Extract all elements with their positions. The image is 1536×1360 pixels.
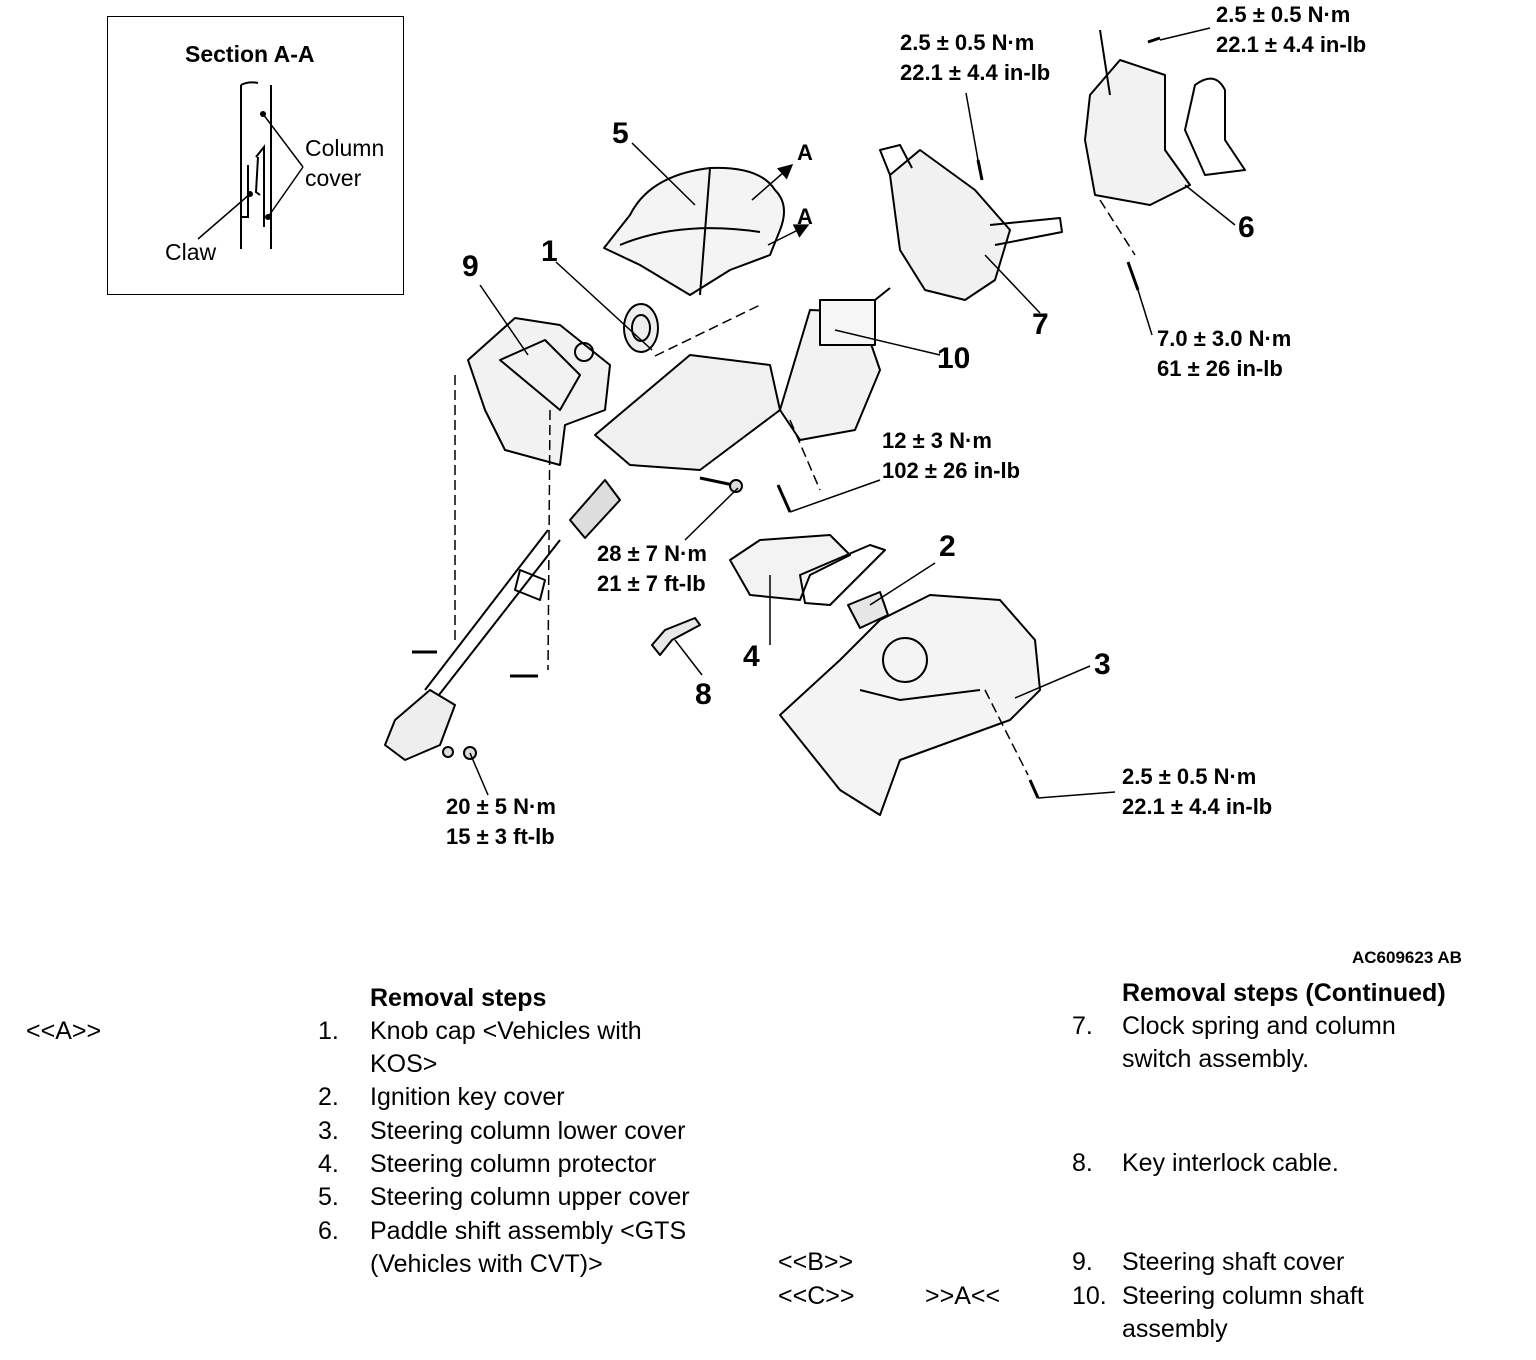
callout-1: 1 [541,235,558,268]
step-4-num: 4. [318,1150,339,1178]
section-aa-inset: Section A-A Column cover Claw [107,16,404,295]
figure-id: AC609623 AB [1352,948,1462,967]
step-3-text: Steering column lower cover [370,1117,686,1145]
ref-b: <<B>> [778,1248,854,1276]
column-cover-label-2: cover [305,165,362,191]
callout-7: 7 [1032,308,1049,341]
key-interlock-cable-part [651,617,701,656]
intermediate-shaft-part [569,479,621,539]
section-title: Section A-A [185,41,315,67]
step-4-text: Steering column protector [370,1150,657,1178]
step-8-num: 8. [1072,1149,1093,1177]
step-7-num: 7. [1072,1012,1093,1040]
step-2-text: Ignition key cover [370,1083,565,1111]
universal-joint-part [384,689,456,761]
paddle-shift-part [1084,59,1191,206]
steering-column-exploded-view [384,27,1246,816]
callout-3: 3 [1094,648,1111,681]
step-5-text: Steering column upper cover [370,1183,690,1211]
step-9-num: 9. [1072,1248,1093,1276]
step-5-num: 5. [318,1183,339,1211]
callout-9: 9 [462,250,479,283]
column-housing-part [594,354,781,471]
upper-cover-part [603,166,785,296]
callout-4: 4 [743,640,760,673]
callout-10: 10 [937,342,971,375]
callout-2: 2 [939,530,956,563]
section-a-marker-bottom: A [797,204,813,229]
claw-label: Claw [165,239,217,265]
callout-6: 6 [1238,211,1255,244]
lower-cover-part [779,594,1041,816]
step-8-text: Key interlock cable. [1122,1149,1339,1177]
callout-8: 8 [695,678,712,711]
step-2-num: 2. [318,1083,339,1111]
ref-install-a: >>A<< [925,1282,1001,1310]
removal-steps-continued-heading: Removal steps (Continued) [1122,979,1446,1007]
step-9-text: Steering shaft cover [1122,1248,1345,1276]
step-1-num: 1. [318,1017,339,1045]
callout-5: 5 [612,117,629,150]
step-10-num: 10. [1072,1282,1107,1310]
section-a-marker-top: A [797,140,813,165]
clock-spring-part [889,149,1011,301]
ref-c: <<C>> [778,1282,855,1310]
step-6-num: 6. [318,1217,339,1245]
step-3-num: 3. [318,1117,339,1145]
column-protector-part [729,534,851,601]
column-cover-label-1: Column [305,135,385,161]
removal-steps-heading: Removal steps [370,984,547,1012]
section-aa-drawing [197,81,304,249]
knob-cap-part [623,303,659,353]
ref-a: <<A>> [26,1017,102,1045]
step-6-text: Paddle shift assembly <GTS(Vehicles with… [370,1217,687,1278]
